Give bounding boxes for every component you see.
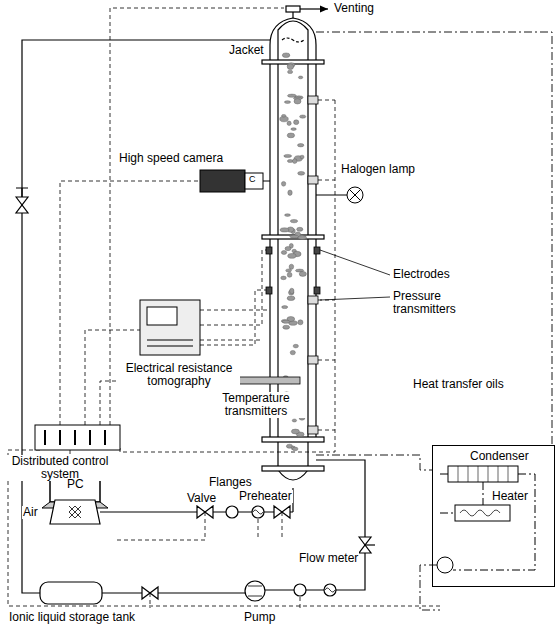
node-text: Condenser (469, 450, 530, 463)
part-label: Air (22, 506, 39, 519)
part-label: Jacket (228, 44, 265, 57)
bubble (292, 159, 297, 164)
ert-device (140, 300, 200, 355)
bubble (285, 247, 291, 251)
bubble (280, 228, 289, 232)
bubble (288, 190, 292, 195)
heat-unit (437, 466, 535, 573)
signal-lines (8, 8, 440, 610)
part-label: High speed camera (118, 152, 224, 165)
part-label: Halogen lamp (340, 163, 416, 176)
part-label: Flow meter (298, 552, 359, 565)
bubble (282, 320, 289, 323)
bubble (288, 70, 293, 73)
bubble (287, 64, 293, 70)
bubble (290, 288, 294, 294)
bubble (284, 154, 292, 157)
liquid-loop (16, 40, 375, 604)
bubble (287, 296, 295, 301)
oil-lines (316, 32, 552, 610)
part-label: C (248, 174, 257, 184)
bubble (293, 344, 298, 348)
leader-line (320, 297, 390, 300)
bubble (300, 155, 304, 159)
bubble (298, 76, 302, 79)
part-label: Distributed control system (4, 455, 116, 481)
bubble (282, 115, 286, 118)
part-label: Valve (186, 492, 217, 505)
bubble (290, 235, 299, 238)
part-label: Electrodes (392, 268, 451, 281)
bubble (282, 53, 290, 58)
bubble (287, 121, 291, 125)
bubble (281, 251, 286, 255)
bubble (298, 144, 304, 147)
part-label: Pump (243, 611, 276, 624)
bubble (287, 272, 292, 277)
bubble (292, 419, 296, 422)
bubble (284, 101, 290, 104)
part-label: Pressure transmitters (392, 290, 484, 316)
part-label: Heat transfer oils (412, 378, 505, 391)
bubble (288, 254, 296, 259)
bubble (290, 219, 297, 222)
leader-line (320, 250, 390, 275)
bubble (298, 171, 305, 175)
part-label: Ionic liquid storage tank (8, 611, 136, 624)
bubble (287, 133, 294, 138)
bubble (298, 236, 306, 240)
bubble (298, 320, 303, 325)
bubble (289, 264, 294, 269)
bubble (281, 276, 287, 280)
bubble (294, 99, 301, 104)
bubble (297, 227, 303, 231)
node-text: Heater (491, 490, 529, 503)
bubble-column (262, 6, 328, 512)
part-label: PC (66, 478, 85, 491)
part-label: Electrical resistance tomography (118, 362, 240, 388)
part-label: Flanges (208, 476, 253, 489)
part-label: Temperature transmitters (205, 392, 307, 418)
part-label: Preheater (238, 490, 293, 503)
bubble (291, 128, 297, 131)
halogen-lamp (316, 187, 363, 203)
part-label: Venting (333, 2, 375, 15)
bubble (300, 115, 306, 118)
bubble (287, 160, 293, 163)
bubble (285, 214, 291, 217)
bubble (290, 350, 295, 354)
bubble (291, 429, 299, 434)
bubble (286, 269, 292, 272)
air-line (50, 500, 293, 524)
heat-unit-box: CondenserHeater (432, 445, 555, 587)
bubble (281, 181, 285, 186)
bubble (282, 306, 288, 309)
bubble (292, 447, 298, 451)
bubble (299, 271, 306, 276)
bubble (283, 325, 290, 329)
high-speed-camera (200, 170, 270, 192)
bubble (294, 120, 299, 125)
